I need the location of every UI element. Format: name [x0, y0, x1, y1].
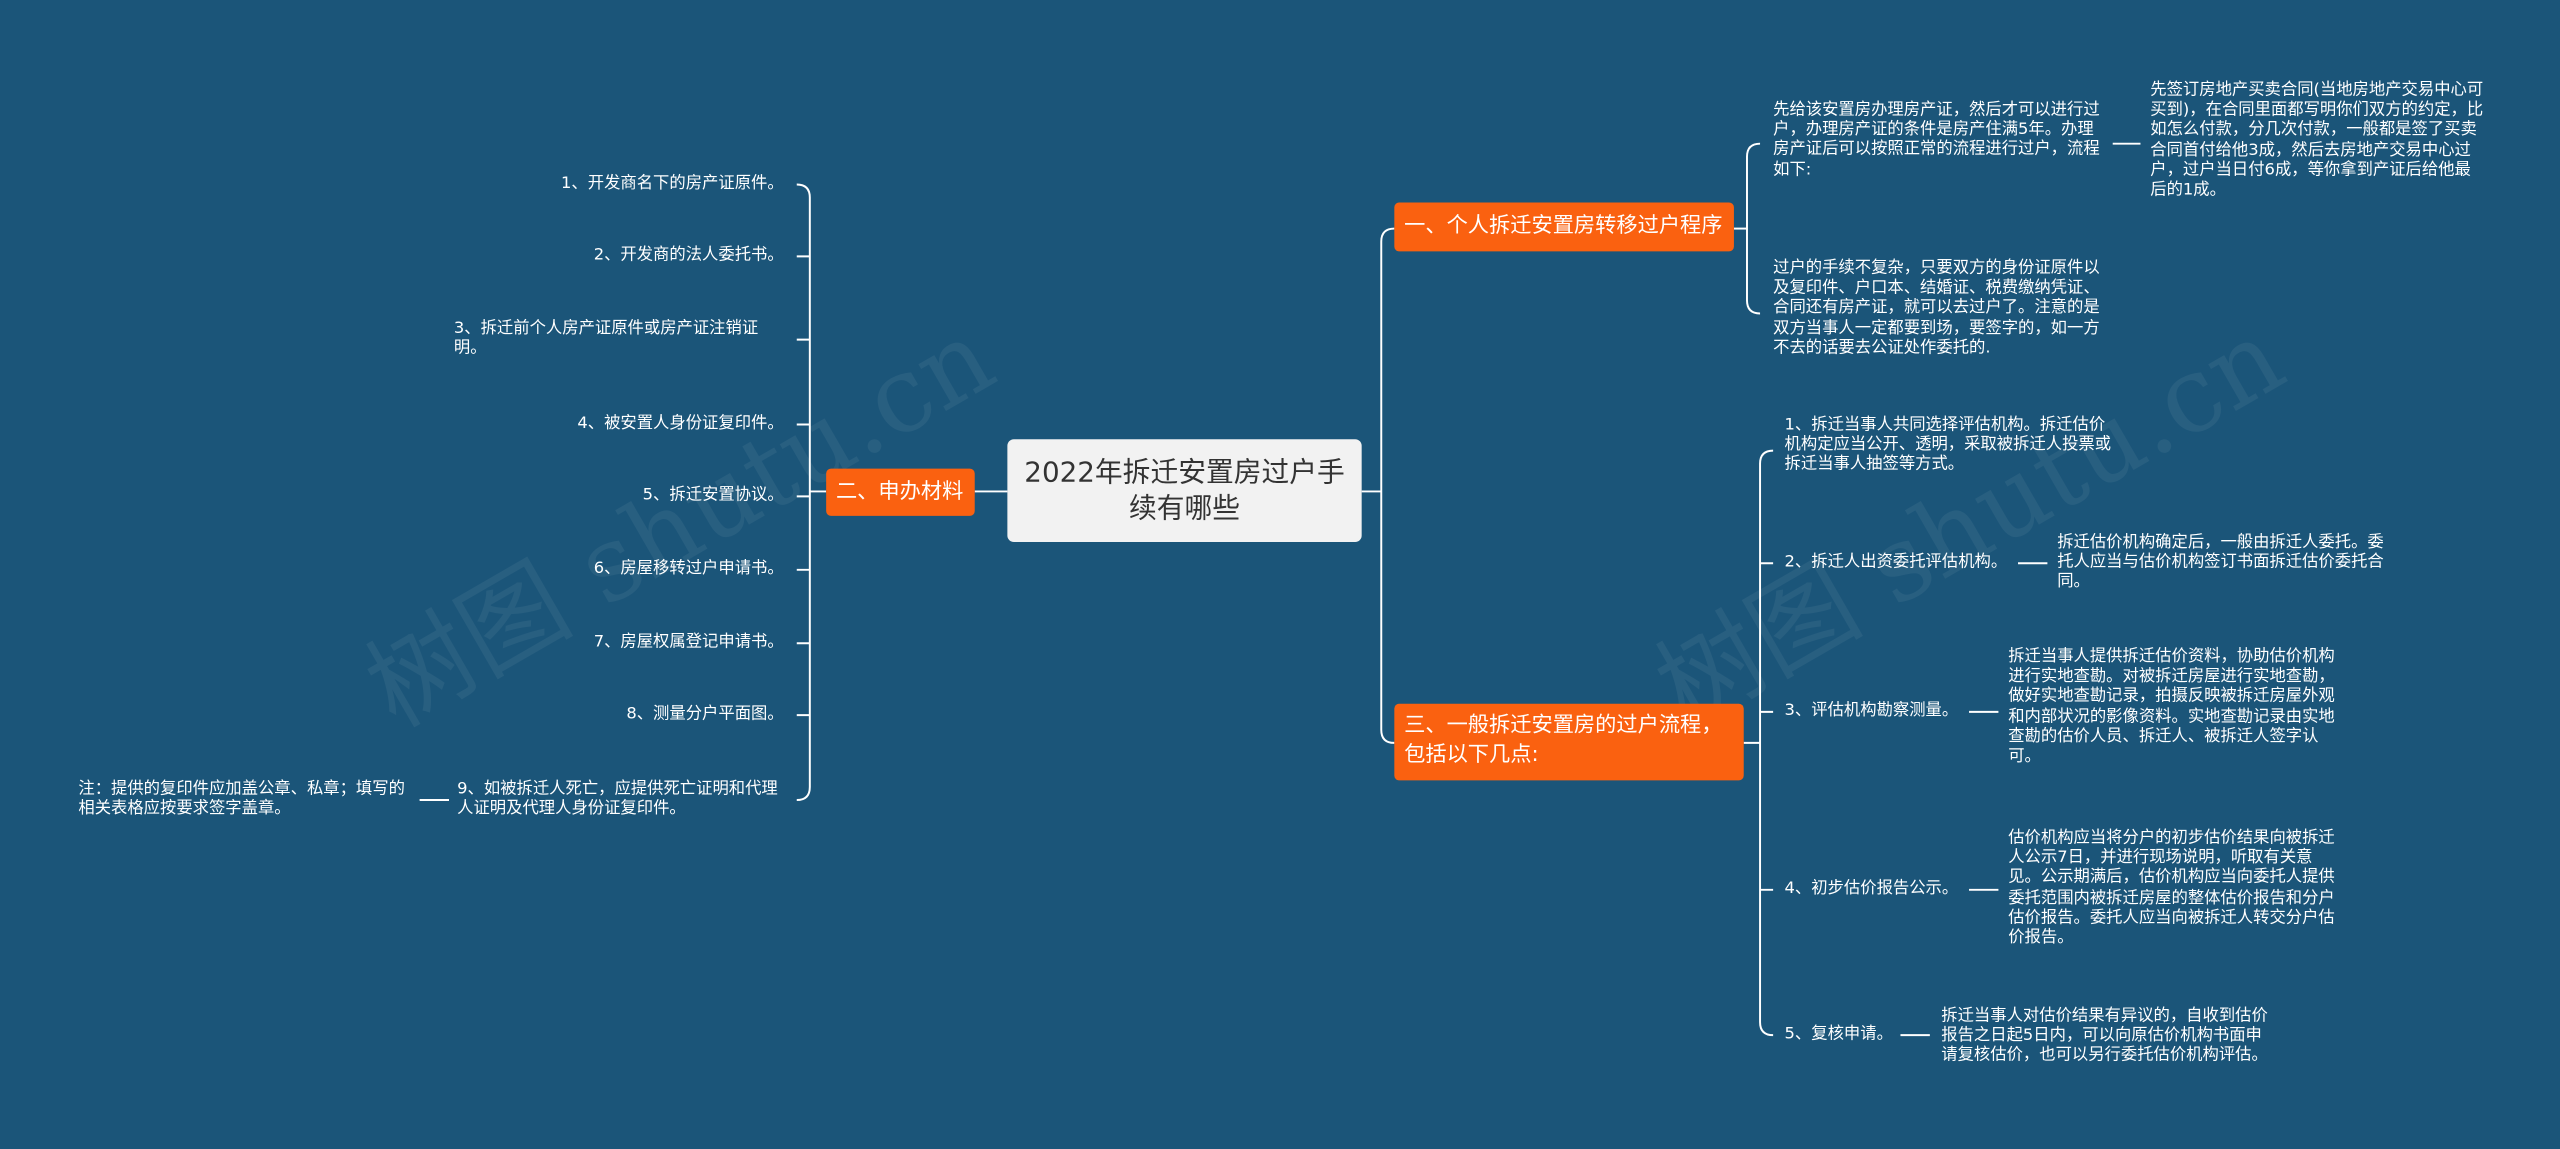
- branch-transfer-flow[interactable]: 三、一般拆迁安置房的过户流程，包括以下几点:: [1394, 703, 1744, 781]
- material-item-9: 9、如被拆迁人死亡，应提供死亡证明和代理人证明及代理人身份证复印件。: [457, 780, 778, 819]
- flow-step-3: 3、评估机构勘察测量。: [1784, 702, 1959, 721]
- material-item-5: 5、拆迁安置协议。: [642, 486, 784, 505]
- material-item-3: 3、拆迁前个人房产证原件或房产证注销证明。: [453, 320, 759, 358]
- branch-application-materials[interactable]: 二、申办材料: [826, 468, 975, 516]
- material-item-8: 8、测量分户平面图。: [626, 705, 784, 724]
- flow-step-1: 1、拆迁当事人共同选择评估机构。拆迁估价机构定应当公开、透明，采取被拆迁人投票或…: [1784, 416, 2112, 475]
- flow-step-2-detail: 拆迁估价机构确定后，一般由拆迁人委托。委托人应当与估价机构签订书面拆迁估价委托合…: [2057, 533, 2384, 592]
- flow-step-3-detail: 拆迁当事人提供拆迁估价资料，协助估价机构进行实地查勘。对被拆迁房屋进行实地查勘，…: [2008, 648, 2335, 766]
- material-item-2: 2、开发商的法人委托书。: [593, 246, 784, 265]
- branch-transfer-procedure[interactable]: 一、个人拆迁安置房转移过户程序: [1394, 202, 1734, 252]
- material-item-4: 4、被安置人身份证复印件。: [577, 414, 784, 433]
- flow-step-5: 5、复核申请。: [1784, 1025, 1893, 1044]
- flow-step-5-detail: 拆迁当事人对估价结果有异议的，自收到估价报告之日起5日内，可以向原估价机构书面申…: [1941, 1007, 2268, 1066]
- material-note: 注：提供的复印件应加盖公章、私章；填写的相关表格应按要求签字盖章。: [78, 780, 405, 819]
- root-topic[interactable]: 2022年拆迁安置房过户手续有哪些: [1007, 439, 1362, 543]
- material-item-7: 7、房屋权属登记申请书。: [593, 633, 784, 652]
- flow-step-4-detail: 估价机构应当将分户的初步估价结果向被拆迁人公示7日，并进行现场说明，听取有关意见…: [2008, 829, 2335, 947]
- branch-transfer-flow-text: 三、一般拆迁安置房的过户流程，包括以下几点:: [1404, 713, 1723, 768]
- flow-step-4: 4、初步估价报告公示。: [1784, 880, 1959, 898]
- transfer-note-1-detail: 先签订房地产买卖合同(当地房地产交易中心可买到)，在合同里面都写明你们双方的约定…: [2150, 81, 2484, 200]
- root-topic-text: 2022年拆迁安置房过户手续有哪些: [1024, 456, 1345, 525]
- transfer-note-1: 先给该安置房办理房产证，然后才可以进行过户，办理房产证的条件是房产住满5年。办理…: [1773, 101, 2100, 179]
- transfer-note-2: 过户的手续不复杂，只要双方的身份证原件以及复印件、户口本、结婚证、税费缴纳凭证、…: [1773, 259, 2100, 358]
- material-item-6: 6、房屋移转过户申请书。: [593, 560, 784, 578]
- material-item-1: 1、开发商名下的房产证原件。: [561, 174, 784, 193]
- flow-step-2: 2、拆迁人出资委托评估机构。: [1784, 553, 2008, 572]
